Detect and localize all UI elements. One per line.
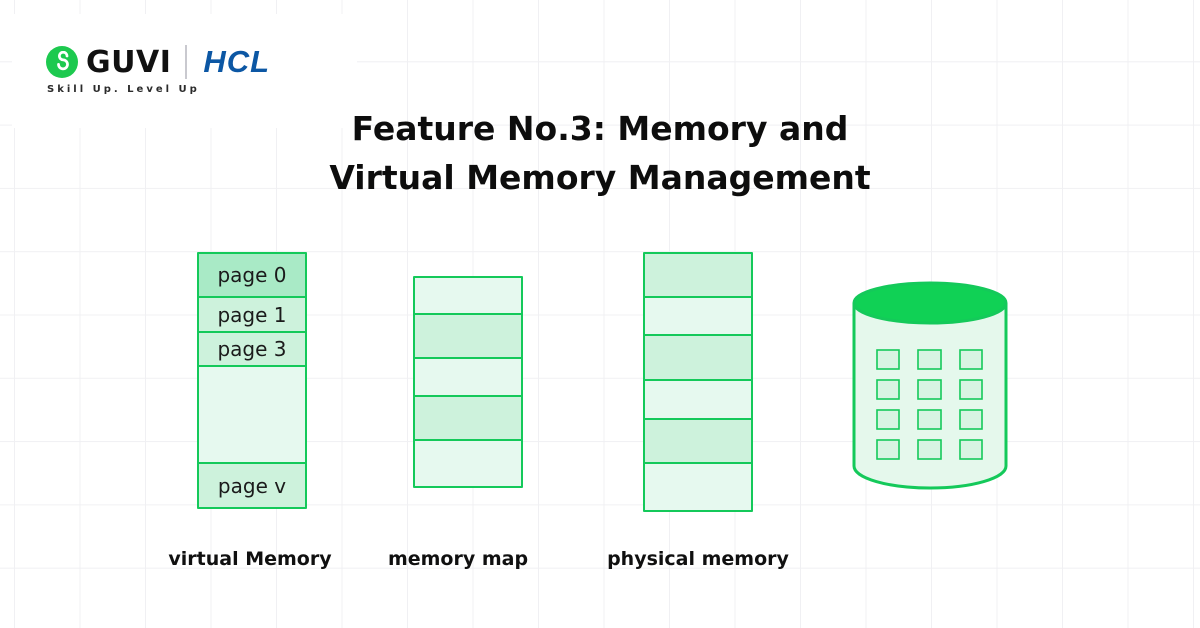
virtual-memory-column: page 0 page 1 page 3 page v bbox=[197, 252, 307, 509]
brand-logos: GUVI HCL bbox=[46, 44, 270, 80]
page-title: Feature No.3: Memory and Virtual Memory … bbox=[0, 104, 1200, 202]
memory-map-column bbox=[413, 276, 523, 488]
disk-grid-square bbox=[959, 349, 983, 370]
physical-memory-cell bbox=[643, 418, 753, 464]
physical-memory-cell bbox=[643, 334, 753, 381]
logo-divider bbox=[185, 45, 188, 79]
vm-cell-empty bbox=[197, 364, 307, 465]
disk-grid-square bbox=[959, 409, 983, 430]
brand-tagline: Skill Up. Level Up bbox=[47, 84, 200, 95]
disk-grid-square bbox=[917, 379, 942, 400]
guvi-wordmark: GUVI bbox=[86, 44, 172, 80]
memory-map-cell bbox=[413, 394, 523, 442]
memory-map-cell bbox=[413, 439, 523, 488]
vm-cell-page3: page 3 bbox=[197, 331, 307, 367]
disk-grid-square bbox=[876, 439, 900, 460]
vm-cell-page1: page 1 bbox=[197, 295, 307, 334]
disk-grid-square bbox=[876, 379, 900, 400]
disk-block-grid bbox=[876, 349, 983, 460]
hcl-wordmark: HCL bbox=[203, 44, 271, 79]
disk-grid-square bbox=[917, 409, 942, 430]
disk-grid-square bbox=[917, 349, 942, 370]
physical-memory-column bbox=[643, 252, 753, 512]
guvi-logo-icon bbox=[46, 46, 78, 78]
vm-cell-pagev: page v bbox=[197, 462, 307, 509]
physical-memory-cell bbox=[643, 378, 753, 421]
disk-grid-square bbox=[876, 349, 900, 370]
page-title-line1: Feature No.3: Memory and bbox=[351, 109, 849, 148]
vm-cell-page0: page 0 bbox=[197, 252, 307, 298]
disk-grid-square bbox=[959, 439, 983, 460]
page-title-line2: Virtual Memory Management bbox=[329, 158, 871, 197]
disk-grid-square bbox=[876, 409, 900, 430]
guvi-g-glyph bbox=[57, 51, 69, 71]
memory-map-cell bbox=[413, 276, 523, 315]
disk-top bbox=[852, 281, 1008, 325]
disk-grid-square bbox=[917, 439, 942, 460]
physical-memory-cell bbox=[643, 295, 753, 337]
memory-map-cell bbox=[413, 312, 523, 360]
disk-grid-square bbox=[959, 379, 983, 400]
physical-memory-cell bbox=[643, 461, 753, 512]
physical-memory-label: physical memory bbox=[607, 548, 789, 570]
physical-memory-cell bbox=[643, 252, 753, 298]
virtual-memory-label: virtual Memory bbox=[168, 548, 332, 570]
memory-map-label: memory map bbox=[387, 548, 529, 570]
memory-map-cell bbox=[413, 357, 523, 397]
disk-cylinder bbox=[852, 281, 1008, 490]
